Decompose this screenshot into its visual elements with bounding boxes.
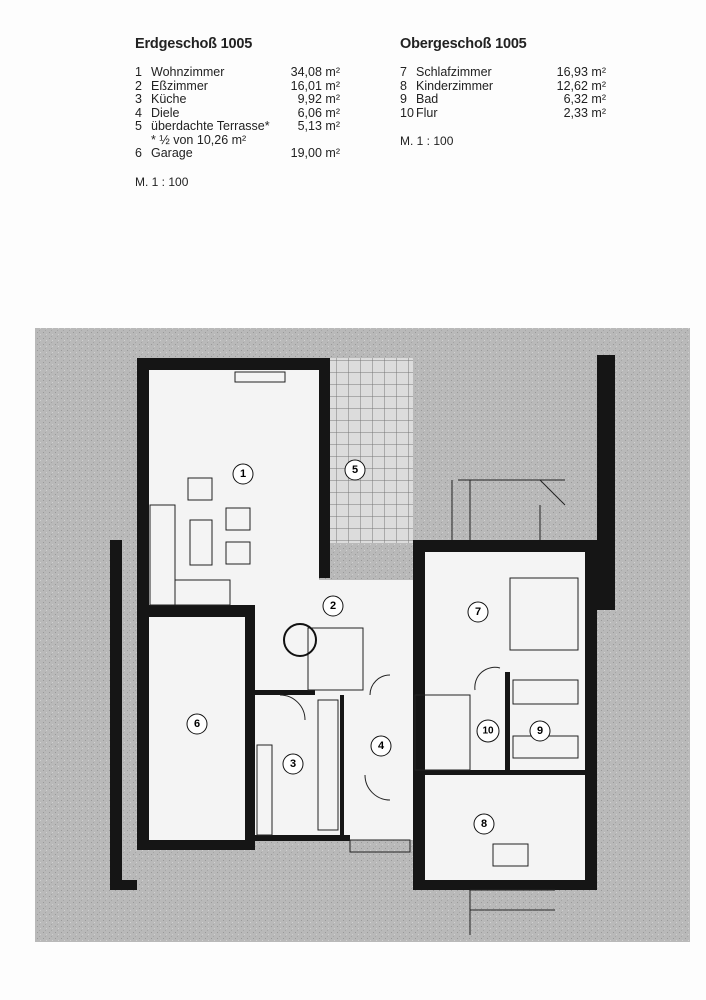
fixtures <box>149 371 579 935</box>
room-name: Eßzimmer <box>151 78 208 93</box>
scale-note: M. 1 : 100 <box>400 134 454 148</box>
footnote: * ½ von 10,26 m² <box>151 132 247 147</box>
room-label-4: 4 <box>370 735 392 757</box>
room-row: 7 Schlafzimmer 16,93 m² <box>400 65 606 80</box>
room-label-10: 10 <box>476 719 500 743</box>
room-row: 8 Kinderzimmer 12,62 m² <box>400 78 606 94</box>
hand-drawn-circle <box>283 623 317 657</box>
svg-text:10: 10 <box>482 726 494 737</box>
svg-text:8: 8 <box>481 818 487 830</box>
ground-floor-title: Erdgeschoß 1005 <box>135 36 253 52</box>
svg-text:7: 7 <box>475 606 481 618</box>
room-number: 8 <box>400 78 407 93</box>
room-label-7: 7 <box>467 601 489 623</box>
room-label-9: 9 <box>529 720 551 742</box>
svg-text:3: 3 <box>290 758 296 770</box>
room-name: Wohnzimmer <box>151 65 225 79</box>
room-name: Schlafzimmer <box>416 65 492 79</box>
room-number: 4 <box>135 105 142 120</box>
terrace-tiles <box>330 358 413 543</box>
svg-text:5: 5 <box>352 464 358 476</box>
room-label-5: 5 <box>344 459 366 481</box>
room-label-8: 8 <box>473 813 495 835</box>
svg-text:1: 1 <box>240 468 246 480</box>
scale-note: M. 1 : 100 <box>135 174 189 189</box>
room-name: Diele <box>151 105 180 120</box>
room-area: 5,13 m² <box>297 119 340 133</box>
room-area: 34,08 m² <box>290 65 340 79</box>
room-name: Flur <box>416 105 438 120</box>
upper-floor-title: Obergeschoß 1005 <box>400 36 527 52</box>
room-labels: 1 2 3 4 5 6 7 8 9 10 <box>186 459 551 835</box>
room-name: Küche <box>151 92 187 106</box>
upper-floor-legend: Obergeschoß 1005 7 Schlafzimmer 16,93 m² 8… <box>400 36 606 148</box>
room-area: 12,62 m² <box>556 78 606 93</box>
svg-text:9: 9 <box>537 725 543 737</box>
room-number: 10 <box>400 105 414 120</box>
room-label-6: 6 <box>186 713 208 735</box>
room-name: überdachte Terrasse* <box>151 119 270 133</box>
room-number: 2 <box>135 78 142 93</box>
room-area: 19,00 m² <box>290 146 340 160</box>
svg-text:4: 4 <box>378 740 385 752</box>
walls <box>110 355 615 890</box>
room-row: 2 Eßzimmer 16,01 m² <box>135 78 340 94</box>
room-area: 6,06 m² <box>297 105 340 120</box>
room-row: 6 Garage 19,00 m² <box>135 146 340 161</box>
room-row: 5 überdachte Terrasse* 5,13 m² <box>135 119 340 134</box>
svg-text:2: 2 <box>330 600 336 612</box>
room-row: 4 Diele 6,06 m² <box>135 105 340 121</box>
room-number: 5 <box>135 119 142 133</box>
room-area: 6,32 m² <box>563 92 606 106</box>
room-area: 2,33 m² <box>563 105 606 120</box>
room-name: Garage <box>151 146 193 160</box>
room-label-2: 2 <box>322 595 344 617</box>
room-row: 9 Bad 6,32 m² <box>400 92 606 107</box>
room-number: 7 <box>400 65 407 79</box>
room-number: 6 <box>135 146 142 160</box>
room-row: 3 Küche 9,92 m² <box>135 92 340 107</box>
room-number: 9 <box>400 92 407 106</box>
svg-text:6: 6 <box>194 718 200 730</box>
room-area: 9,92 m² <box>297 92 340 106</box>
room-name: Kinderzimmer <box>416 78 494 93</box>
room-number: 1 <box>135 65 142 79</box>
room-label-1: 1 <box>232 463 254 485</box>
room-area: 16,01 m² <box>290 78 340 93</box>
room-area: 16,93 m² <box>556 65 606 79</box>
ground-floor-legend: Erdgeschoß 1005 1 Wohnzimmer 34,08 m² 2 Eßz… <box>135 36 340 189</box>
room-number: 3 <box>135 92 142 106</box>
room-row: 1 Wohnzimmer 34,08 m² <box>135 65 340 80</box>
room-name: Bad <box>416 92 439 106</box>
room-floors <box>149 370 585 882</box>
room-label-3: 3 <box>282 753 304 775</box>
